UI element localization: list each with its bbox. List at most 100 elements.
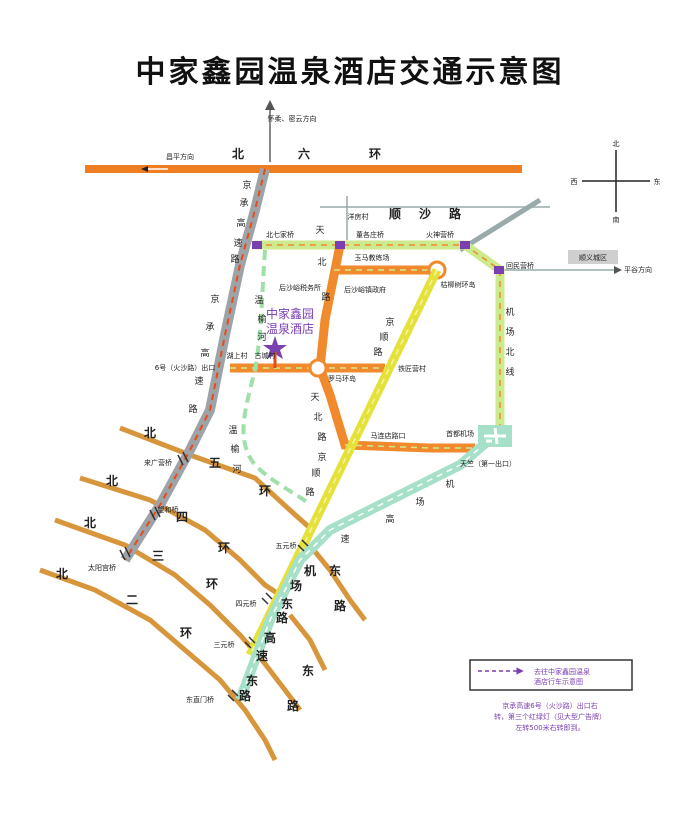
bridge-markers	[119, 241, 504, 702]
label-siyuan: 四元桥	[236, 599, 257, 608]
fourth-ring-road	[79, 475, 282, 598]
airport-plane-icon	[478, 425, 512, 447]
road-label-east-fourth: 路	[334, 598, 347, 613]
hotel-name-line2: 温泉酒店	[266, 322, 314, 336]
road-label-airport-express: 场	[415, 497, 424, 508]
road-label-hotel-east: 东	[302, 663, 314, 678]
road-label-wenyu: 榆	[257, 313, 266, 325]
label-airport: 首都机场	[446, 429, 474, 438]
label-wanghe: 望和桥	[158, 505, 179, 514]
direction-note: 京承高速6号（火沙路）出口右 转，第三个红绿灯（见大型广告牌） 左转500米右转…	[494, 701, 606, 732]
road-label-jingcheng-upper: 速	[233, 238, 242, 249]
label-pinggu: 平谷方向	[624, 265, 652, 274]
label-tiezhuang: 铁匠营村	[398, 364, 426, 373]
label-shunyi: 顺义城区	[579, 254, 607, 262]
road-label-jingcheng-lower: 路	[188, 403, 197, 415]
hotel-star-icon	[263, 336, 287, 359]
road-label-jingcheng-lower: 高	[200, 347, 209, 359]
label-town-gov: 后沙峪镇政府	[344, 285, 386, 294]
label-changping: 昌平方向	[166, 152, 194, 161]
road-label-east-fourth: 东	[329, 563, 341, 578]
label-tianzhu: 天竺（第一出口）	[460, 459, 516, 468]
compass-north: 北	[613, 140, 620, 148]
road-label-third-ring: 北	[84, 515, 96, 530]
road-label-fifth-ring: 环	[259, 484, 271, 498]
place-labels: 怀柔、密云方向 昌平方向 平谷方向 顺义城区 洋房村 北七家桥 董各庄桥 火神营…	[88, 114, 652, 704]
label-gusong: 枯柳树环岛	[441, 280, 476, 289]
thin-roads	[320, 196, 622, 274]
road-label-shunsha: 沙	[419, 207, 431, 221]
legend-box: 去往中家鑫园温泉 酒店行车示意图	[469, 659, 633, 691]
label-yangfangcun: 洋房村	[348, 212, 369, 221]
road-label-shunsha: 路	[449, 206, 462, 221]
page-title: 中家鑫园温泉酒店交通示意图	[136, 55, 565, 90]
green-roads	[255, 240, 505, 432]
road-label-wenyu-lower: 温	[228, 425, 237, 436]
road-label-tianbei-lower: 北	[313, 412, 322, 423]
label-luoma: 罗马环岛	[328, 374, 356, 383]
road-label-jingcheng-lower: 京	[210, 293, 219, 305]
road-label-fourth-ring: 四	[176, 510, 188, 524]
jingcheng-expressway	[120, 167, 270, 563]
road-label-airport-north: 线	[505, 366, 514, 378]
road-label-wenyu: 温	[254, 295, 263, 306]
label-dongzhimen: 东直门桥	[186, 695, 214, 704]
road-label-tianbei: 北	[317, 257, 326, 268]
road-label-highway-east: 东	[246, 673, 258, 688]
road-label-fifth-ring: 北	[144, 425, 156, 440]
road-label-jingshun-lower: 京	[317, 451, 326, 463]
road-label-hotel-east: 路	[287, 698, 300, 713]
label-huimin: 回民营桥	[506, 261, 534, 270]
road-label-sixth-ring: 环	[369, 147, 381, 161]
road-label-airport-express: 高	[385, 513, 394, 525]
label-taiyanggong: 太阳宫桥	[88, 563, 116, 572]
note-line3: 左转500米右转即到。	[515, 723, 584, 732]
label-yuma: 玉马教练场	[355, 253, 390, 262]
road-label-jingcheng-lower: 承	[205, 322, 214, 333]
road-label-tianbei: 路	[321, 291, 330, 303]
road-label-tianbei: 天	[315, 226, 324, 236]
road-label-highway-east: 路	[239, 688, 252, 703]
road-label-airport-north: 机	[505, 306, 514, 318]
road-label-jingshun-lower: 顺	[311, 468, 320, 479]
fourth-ring-road-right	[288, 613, 328, 672]
note-line1: 京承高速6号（火沙路）出口右	[502, 701, 597, 710]
label-beiqijia: 北七家桥	[266, 230, 294, 239]
sixth-ring	[85, 100, 522, 173]
orange-route	[230, 244, 475, 453]
road-label-second-ring: 北	[56, 566, 68, 581]
road-label-airport-east: 路	[276, 610, 289, 625]
road-label-jingcheng-lower: 速	[194, 376, 203, 387]
label-wuyuan: 五元桥	[276, 541, 297, 550]
label-laiguang: 来广营桥	[144, 458, 172, 467]
road-label-airport-east: 东	[281, 596, 293, 611]
hotel-name-line1: 中家鑫园	[266, 306, 314, 321]
road-label-jingshun: 路	[373, 346, 382, 358]
road-label-wenyu: 河	[257, 331, 266, 343]
legend-line2: 酒店行车示意图	[534, 677, 583, 686]
road-label-airport-express: 机	[445, 478, 454, 490]
label-tax: 后沙峪税务所	[279, 283, 321, 292]
road-label-third-ring: 三	[152, 549, 164, 563]
label-huairou: 怀柔、密云方向	[268, 114, 317, 123]
label-exit6: 6号（火沙路）出口	[155, 363, 215, 372]
label-huoshen: 火神营桥	[426, 230, 454, 239]
road-label-shunsha: 顺	[389, 206, 401, 221]
road-label-jingcheng-upper: 承	[239, 198, 248, 209]
road-label-fifth-ring: 五	[209, 456, 221, 470]
legend-line1: 去往中家鑫园温泉	[534, 667, 590, 676]
road-label-wenyu-lower: 河	[232, 463, 241, 475]
third-ring-road	[54, 517, 302, 712]
fifth-ring-road	[119, 425, 312, 530]
road-label-tianbei-lower: 路	[317, 431, 326, 443]
road-label-fourth-ring: 环	[218, 541, 230, 555]
road-label-fourth-ring: 北	[106, 473, 118, 488]
compass-west: 西	[571, 178, 578, 186]
road-label-highway-east: 高	[264, 630, 276, 645]
road-label-jingcheng-upper: 路	[230, 253, 239, 265]
road-label-airport-east: 机	[304, 563, 316, 578]
road-label-airport-north: 北	[505, 347, 514, 358]
label-hushang: 湖上村	[227, 351, 248, 360]
note-line2: 转，第三个红绿灯（见大型广告牌）	[494, 712, 606, 721]
label-sanyuan: 三元桥	[214, 640, 235, 649]
